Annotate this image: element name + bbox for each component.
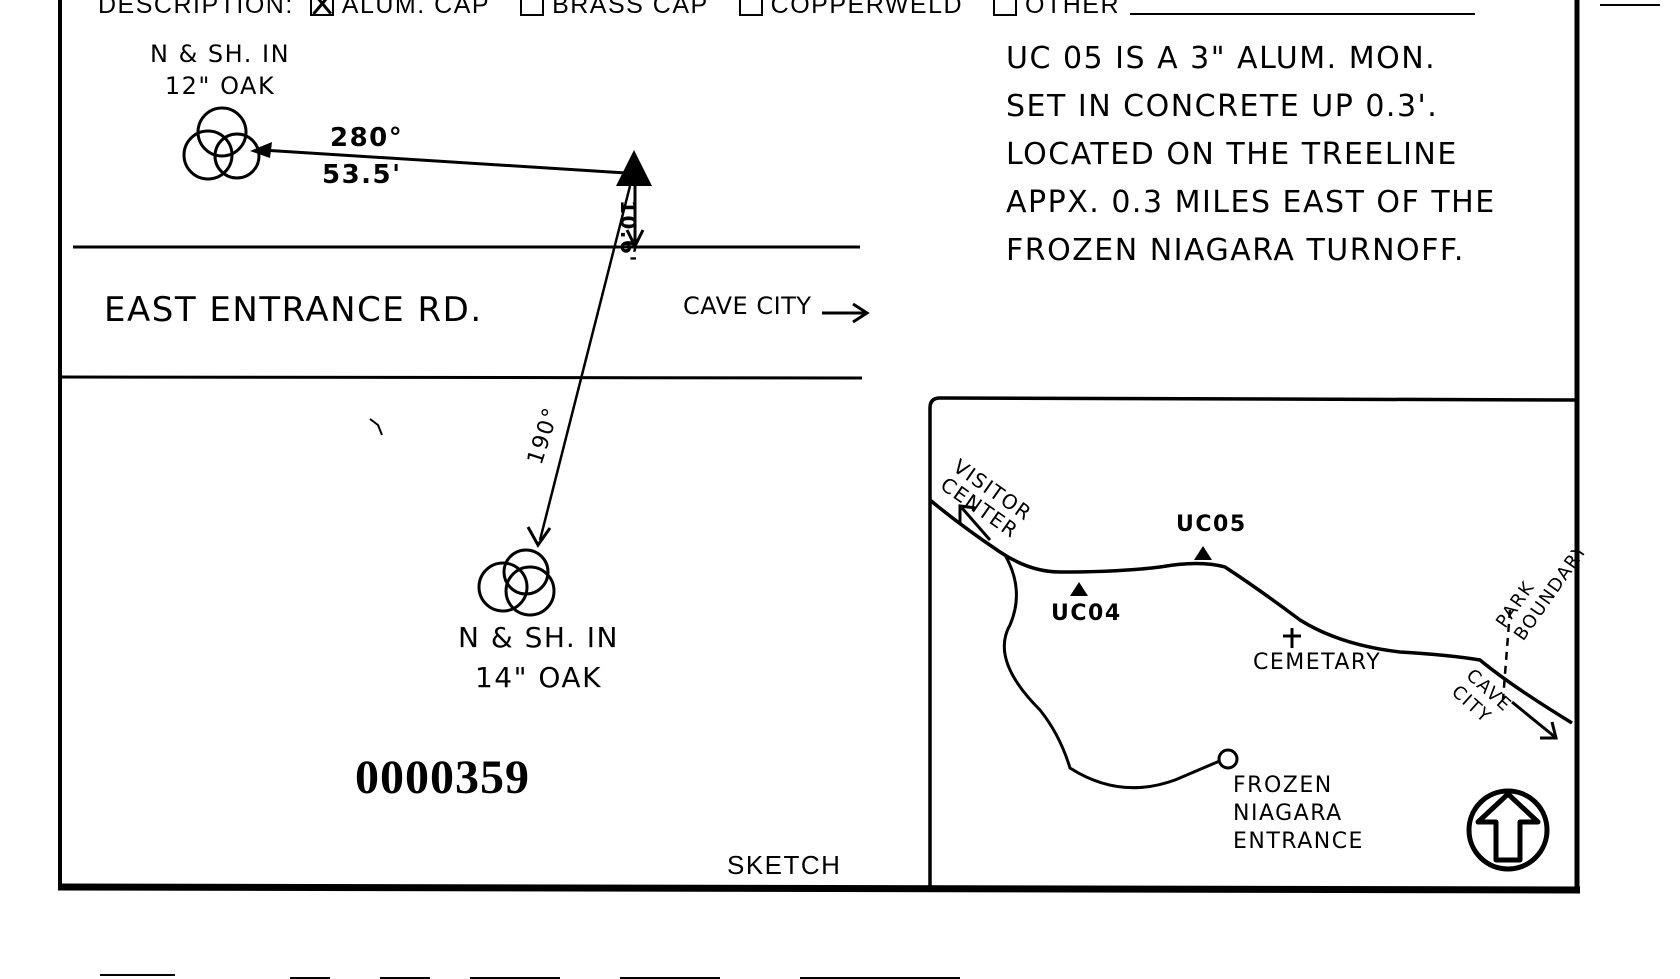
note-line: LOCATED ON THE TREELINE: [1006, 137, 1458, 172]
frozen-niagara-line3: ENTRANCE: [1233, 829, 1364, 854]
arrowhead-bottom: [526, 526, 552, 548]
other-blank-field[interactable]: [1130, 13, 1476, 15]
frozen-niagara-circle-icon: [1217, 748, 1239, 770]
road-name-label: EAST ENTRANCE RD.: [104, 290, 483, 330]
monument-triangle-icon: [616, 150, 652, 186]
visitor-center-arrow-icon: [960, 507, 992, 541]
bearing-line-bottom: [538, 185, 632, 541]
monument-notes: UC 05 IS A 3" ALUM. MON. SET IN CONCRETE…: [1006, 40, 1496, 280]
serial-number: 0000359: [355, 751, 530, 804]
alum-cap-checkbox[interactable]: [309, 0, 334, 16]
sketch-label: SKETCH: [727, 850, 842, 880]
copperweld-label: COPPERWELD: [770, 0, 964, 19]
park-boundary-line: [1501, 609, 1512, 701]
tree-label-bottom: N & SH. IN 14" OAK: [458, 618, 619, 698]
brass-cap-label: BRASS CAP: [552, 0, 709, 19]
uc05-triangle-icon: [1194, 546, 1212, 560]
note-line: SET IN CONCRETE UP 0.3'.: [1006, 89, 1439, 124]
north-arrow-icon: [1466, 788, 1550, 872]
tree-icon-top: [182, 106, 261, 181]
uc05-label: UC05: [1176, 512, 1247, 537]
note-line: APPX. 0.3 MILES EAST OF THE: [1006, 185, 1496, 220]
brass-cap-checkbox[interactable]: [520, 0, 545, 16]
inset-loop-road: [1002, 554, 1223, 790]
tree-bottom-line1: N & SH. IN: [458, 621, 619, 654]
form-frame: [57, 0, 1581, 894]
other-label: OTHER: [1025, 0, 1121, 19]
inset-cave-city-arrow-icon: [1511, 700, 1556, 739]
tree-label-top: N & SH. IN 12" OAK: [150, 38, 290, 102]
uc04-triangle-icon: [1070, 582, 1088, 596]
bearing-top-label: 280°: [330, 123, 404, 153]
cave-city-arrowhead: [852, 302, 870, 324]
note-line: FROZEN NIAGARA TURNOFF.: [1006, 233, 1465, 268]
bearing-line-top: [261, 148, 627, 175]
tree-top-line1: N & SH. IN: [150, 40, 291, 68]
tree-top-line2: 12" OAK: [164, 72, 276, 100]
road-lines: [59, 245, 863, 380]
alum-cap-label: ALUM. CAP: [341, 0, 491, 19]
description-row: DESCRIPTION: ALUM. CAP BRASS CAP COPPERWELD…: [98, 0, 1476, 20]
distance-top-label: 53.5': [322, 160, 402, 190]
scan-noise: [100, 4, 1660, 979]
arrowhead-top: [250, 142, 272, 158]
frozen-niagara-line2: NIAGARA: [1233, 801, 1343, 826]
other-checkbox[interactable]: [993, 0, 1018, 16]
cave-city-label: CAVE CITY: [683, 292, 812, 320]
description-label: DESCRIPTION:: [98, 0, 294, 19]
copperweld-checkbox[interactable]: [738, 0, 763, 16]
cemetary-cross-icon: [1283, 628, 1301, 648]
uc04-label: UC04: [1051, 601, 1122, 626]
cemetary-label: CEMETARY: [1253, 650, 1382, 675]
inset-map-frame: [928, 396, 1578, 888]
inset-road: [928, 498, 1573, 725]
offset-label: 10.6': [616, 200, 640, 263]
tree-icon-bottom: [477, 548, 556, 617]
frozen-niagara-line1: FROZEN: [1233, 773, 1333, 798]
note-line: UC 05 IS A 3" ALUM. MON.: [1006, 41, 1437, 76]
offset-arrowhead: [625, 229, 645, 250]
frozen-niagara-label: FROZEN NIAGARA ENTRANCE: [1233, 772, 1364, 856]
stray-mark: [369, 418, 383, 436]
tree-bottom-line2: 14" OAK: [474, 661, 602, 694]
